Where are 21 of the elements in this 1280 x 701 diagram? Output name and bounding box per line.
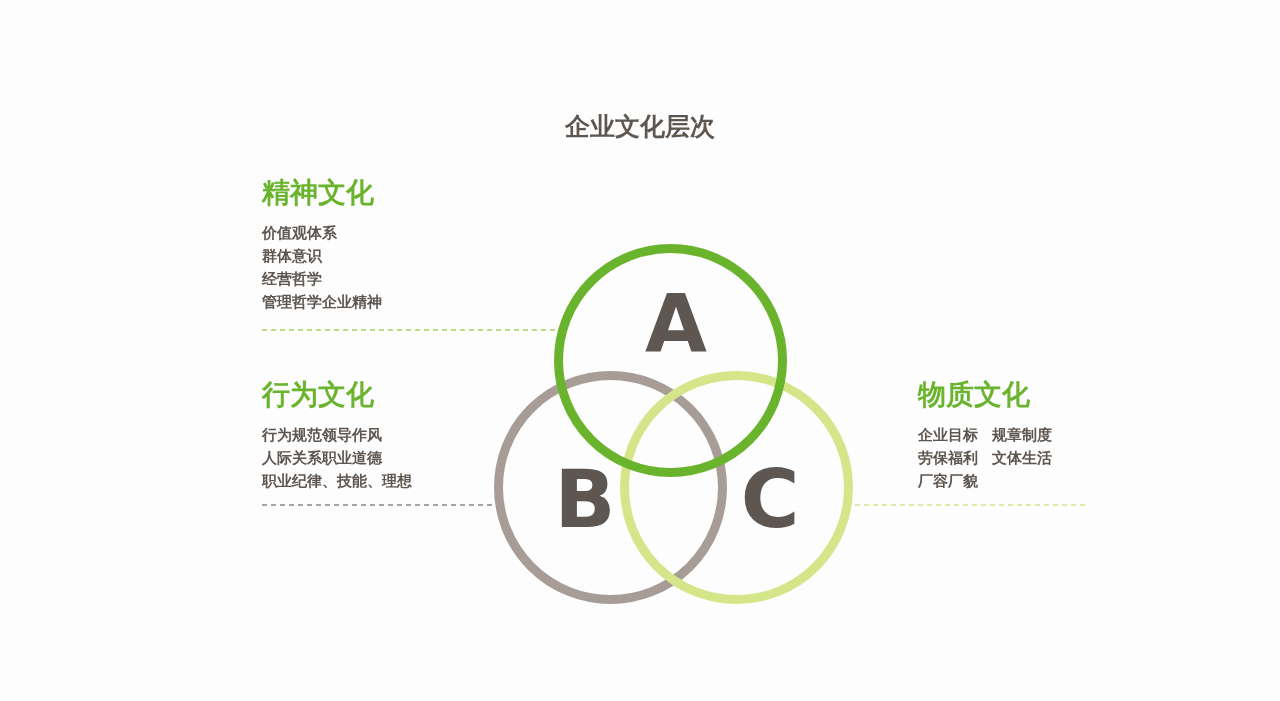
list-item: 文体生活 <box>992 448 1052 469</box>
circle-letter: A <box>645 285 707 365</box>
diagram-title: 企业文化层次 <box>564 111 716 143</box>
list-item: 经营哲学 <box>262 269 323 290</box>
list-item: 职业纪律、技能、理想 <box>262 471 412 492</box>
category-heading: 精神文化 <box>262 176 375 210</box>
list-item: 劳保福利 <box>918 448 978 469</box>
circle <box>493 370 727 604</box>
list-item: 规章制度 <box>992 425 1052 446</box>
category-heading: 行为文化 <box>262 378 375 412</box>
list-item: 价值观体系 <box>262 223 338 244</box>
category-heading: 物质文化 <box>918 378 1031 412</box>
circle <box>619 370 853 604</box>
list-item: 管理哲学企业精神 <box>262 292 382 313</box>
list-item: 厂容厂貌 <box>918 471 978 492</box>
list-item: 人际关系职业道德 <box>262 448 383 469</box>
circle-letter: B <box>554 460 616 540</box>
list-item: 群体意识 <box>262 246 323 267</box>
list-item: 行为规范领导作风 <box>262 425 383 446</box>
list-item: 企业目标 <box>918 425 978 446</box>
circle-letter: C <box>740 460 800 540</box>
